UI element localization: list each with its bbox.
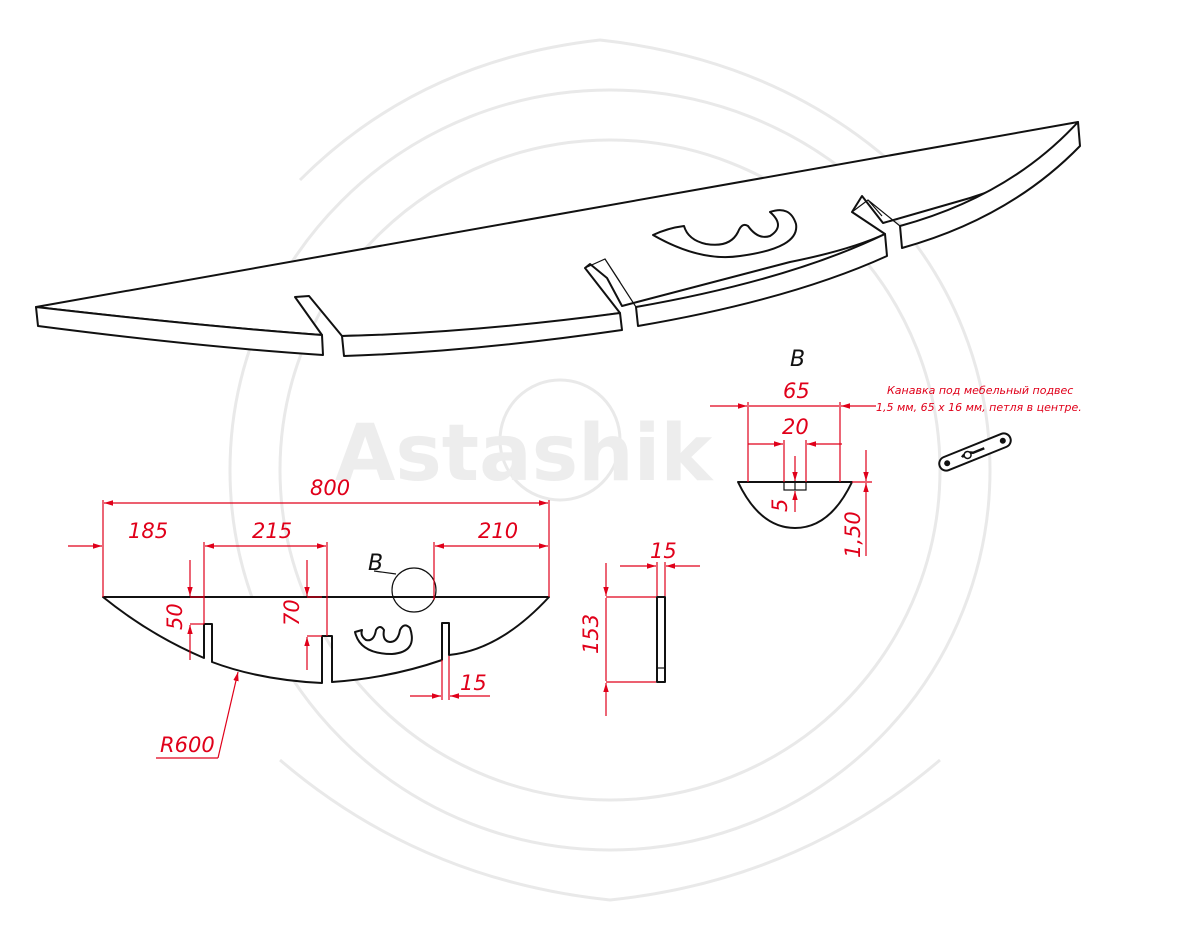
- dim-side-height: 153: [579, 614, 603, 654]
- groove-note: Канавка под мебельный подвес 1,5 мм, 65 …: [876, 384, 1082, 414]
- isometric-view: [35, 121, 1081, 357]
- dim-detail-offset: 1,50: [841, 511, 865, 558]
- dim-detail-depth: 5: [768, 499, 792, 512]
- detail-b-dimensions: 65 20 5 1,50: [710, 379, 876, 558]
- side-view: [656, 596, 666, 683]
- furniture-hanger-icon: [938, 432, 1012, 472]
- side-dimensions: 153 15: [579, 539, 700, 716]
- digit-3-cutout: [354, 624, 413, 655]
- watermark-text: Astashik: [335, 409, 714, 499]
- dim-radius: R600: [160, 733, 215, 757]
- detail-b-callout: [391, 567, 437, 613]
- front-dimensions: 800 185 215 210 50 70 15 R600: [68, 476, 550, 759]
- dim-detail-inner: 20: [782, 415, 809, 439]
- digit-3-cutout: [652, 209, 798, 259]
- dim-slot-depth-left: 50: [163, 603, 187, 630]
- dim-slot-depth-mid: 70: [280, 599, 304, 626]
- dim-seg-mid: 215: [252, 519, 292, 543]
- front-view: B: [102, 551, 550, 684]
- dim-seg-left: 185: [128, 519, 168, 543]
- note-line-2: 1,5 мм, 65 х 16 мм, петля в центре.: [876, 401, 1082, 414]
- dim-slot-width: 15: [460, 671, 487, 695]
- dim-detail-width: 65: [783, 379, 810, 403]
- watermark: Astashik: [228, 38, 992, 902]
- dim-seg-right: 210: [478, 519, 518, 543]
- detail-b-title: B: [790, 347, 805, 372]
- detail-b-label: B: [368, 551, 383, 576]
- dim-side-thickness: 15: [650, 539, 677, 563]
- dim-total-width: 800: [310, 476, 350, 500]
- note-line-1: Канавка под мебельный подвес: [887, 384, 1073, 397]
